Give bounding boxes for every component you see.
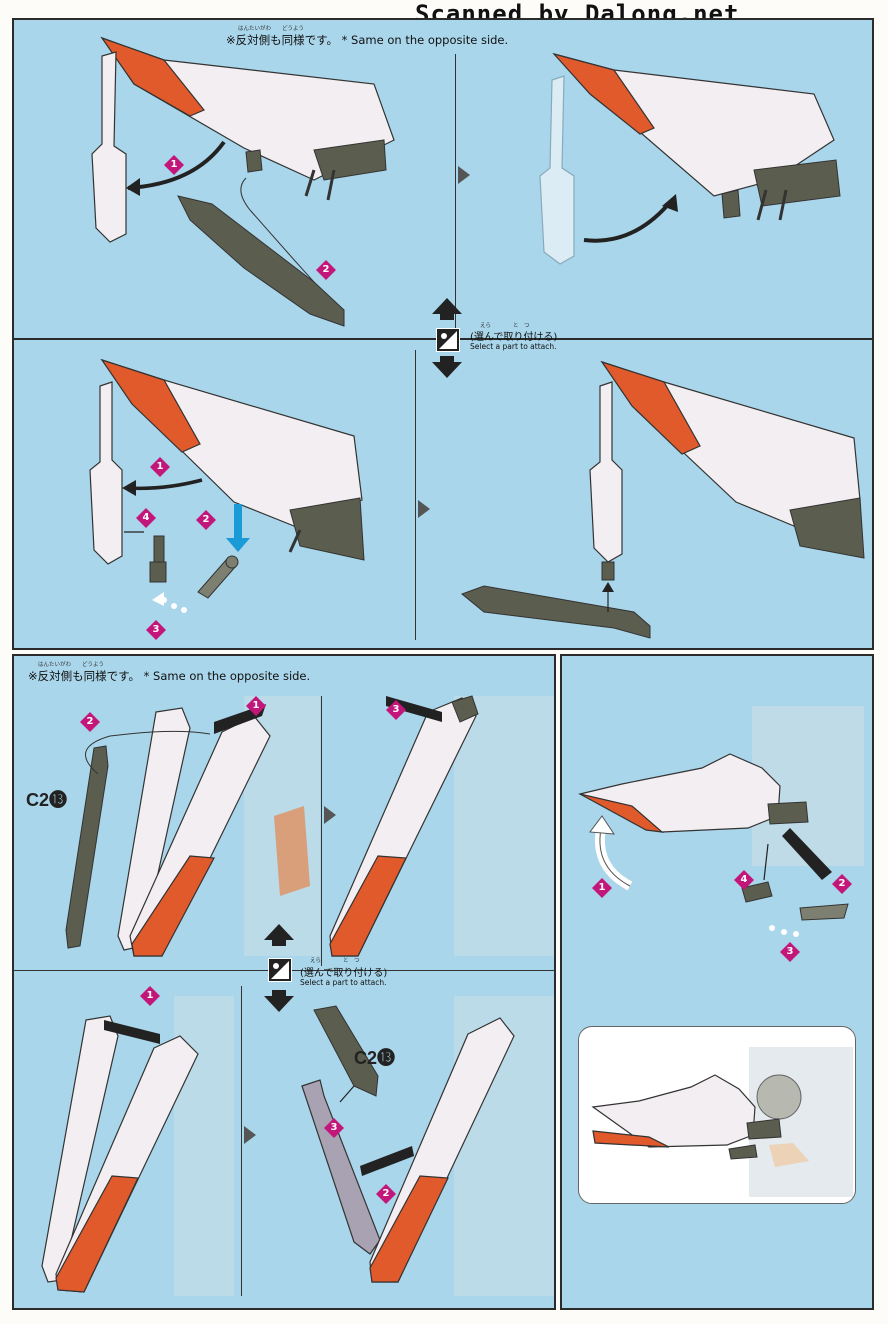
next-arrow [244,1126,256,1144]
step-badge-3: 3 [780,942,800,962]
choose-en: Select a part to attach. [470,342,557,351]
divider [241,986,242,1296]
step-badge-1: 1 [164,155,184,175]
step-badge-1: 1 [140,986,160,1006]
choose-ruby: えら と つ [480,323,530,329]
step-badge-1: 1 [592,878,612,898]
completed-wing-illustration [591,1047,853,1197]
choose-icon [436,328,460,352]
step-badge-2: 2 [80,712,100,732]
panel-lower-right: 1 2 3 4 [560,654,874,1310]
step-badge-1: 1 [246,696,266,716]
choose-en: Select a part to attach. [300,978,387,987]
select-part-marker-top: えら と つ (選んで取り付ける) Select a part to attac… [432,298,600,380]
step-badge-2: 2 [196,510,216,530]
step-badge-2: 2 [832,874,852,894]
note-ruby: はんたいがわ どうよう [238,26,305,32]
step-badge-3: 3 [386,700,406,720]
wing-illustration-middle [89,358,865,639]
note-jp: ※反対側も同様です。 * Same on the opposite side. [28,669,311,683]
choose-jp: (選んで取り付ける) [300,968,388,979]
step-badge-4: 4 [136,508,156,528]
panel-lower-left: はんたいがわ どうよう ※反対側も同様です。 * Same on the opp… [12,654,556,1310]
completed-view-inset [578,1026,856,1204]
step-badge-2: 2 [376,1184,396,1204]
note-ruby: はんたいがわ どうよう [38,662,105,668]
panel-middle: 1 2 3 4 [12,338,874,650]
next-arrow [458,166,470,184]
divider [415,350,416,640]
next-arrow [324,806,336,824]
select-part-marker-bottom: えら と つ (選んで取り付ける) Select a part to attac… [264,924,430,1020]
part-code-c2-13: C2⓭ [354,1048,396,1068]
choose-ruby: えら と つ [310,958,360,964]
wing-illustration-top [91,36,841,327]
note-jp: ※反対側も同様です。 * Same on the opposite side. [226,33,509,47]
step-badge-3: 3 [146,620,166,640]
choose-icon [268,958,292,982]
divider [321,696,322,966]
next-arrow [418,500,430,518]
wing-illustration-lower-right [578,706,864,937]
step-badge-3: 3 [324,1118,344,1138]
part-code-c2-13: C2⓭ [26,790,68,810]
divider [455,54,456,334]
step-badge-2: 2 [316,260,336,280]
choose-jp: (選んで取り付ける) [470,332,558,343]
step-badge-4: 4 [734,870,754,890]
swap-arrow-icon [264,924,294,1012]
step-badge-1: 1 [150,457,170,477]
wing-illustration-lower-left [41,695,554,1296]
panel-top: はんたいがわ どうよう ※反対側も同様です。 * Same on the opp… [12,18,874,340]
swap-arrow-icon [432,298,462,378]
